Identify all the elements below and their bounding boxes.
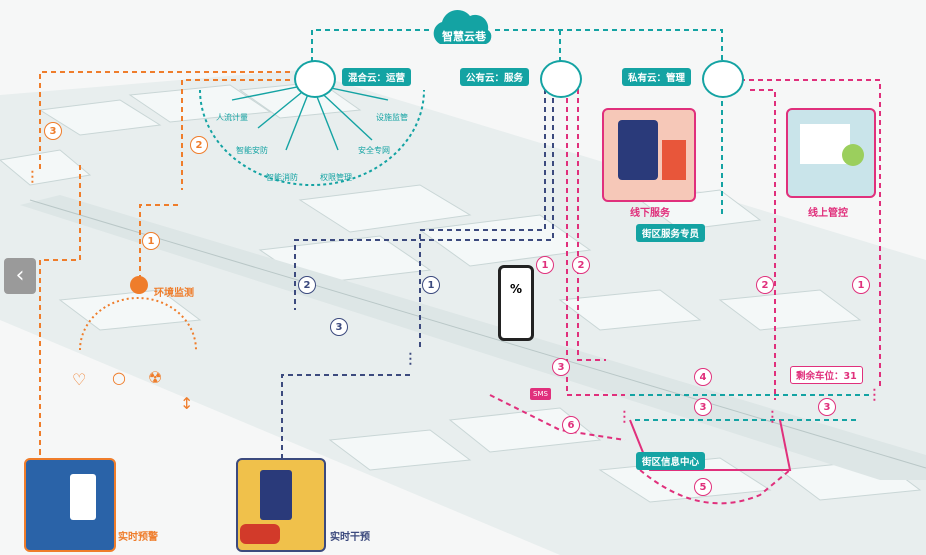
module-people-count: 人流计量 [216,112,248,123]
wifi-icon: ⫶ [408,350,413,371]
wifi-icon: ⫶ [872,386,877,407]
step-teal: 4 [694,368,712,386]
hybrid-cloud-node [294,60,336,98]
online-control-card [786,108,876,198]
step-teal: 3 [818,398,836,416]
step-navy: 3 [330,318,348,336]
offline-service-label: 线下服务 [630,204,670,219]
step-pink: 3 [552,358,570,376]
module-permission: 权限管理 [320,172,352,183]
hybrid-cloud-label: 混合云：运营 [342,68,411,86]
parking-label: 剩余车位：31 [790,366,863,384]
private-cloud-node [702,60,744,98]
wifi-icon: ⫶ [30,168,35,189]
module-security: 智能安防 [236,145,268,156]
step-pink: 1 [536,256,554,274]
online-control-label: 线上管控 [808,204,848,219]
step-navy: 1 [422,276,440,294]
info-center-label: 街区信息中心 [636,452,705,470]
step-pink: 5 [694,478,712,496]
offline-service-card [602,108,696,202]
sms-badge: SMS [530,388,551,400]
radiation-icon: ☢ [148,368,162,387]
module-fire: 智能消防 [266,172,298,183]
step-teal: 3 [694,398,712,416]
module-network: 安全专网 [358,145,390,156]
public-cloud-label: 公有云：服务 [460,68,529,86]
public-cloud-node [540,60,582,98]
realtime-warning-card [24,458,116,552]
phone-app: % [498,265,534,341]
title-cloud: 智慧云巷 [428,6,498,46]
step-pink: 2 [756,276,774,294]
drop-icon: ○ [112,368,126,387]
step-navy: 2 [298,276,316,294]
step-pink: 6 [562,416,580,434]
phone-percent: % [501,282,531,296]
wifi-icon: ⫶ [622,408,627,429]
back-arrow-icon[interactable]: ‹ [4,258,36,294]
realtime-intervene-card [236,458,326,552]
private-cloud-label: 私有云：管理 [622,68,691,86]
heart-icon: ♡ [72,370,86,389]
street-service-label: 街区服务专员 [636,224,705,242]
robot-icon [130,276,148,294]
thermometer-icon: ↕ [180,394,193,413]
step-orange: 2 [190,136,208,154]
page-title: 智慧云巷 [432,28,496,44]
realtime-warning-label: 实时预警 [118,528,158,543]
module-facility: 设施监管 [376,112,408,123]
wifi-icon: ⫶ [770,408,775,429]
step-pink: 2 [572,256,590,274]
env-monitor-label: 环境监测 [154,284,194,299]
step-pink: 1 [852,276,870,294]
step-orange: 1 [142,232,160,250]
step-orange: 3 [44,122,62,140]
realtime-intervene-label: 实时干预 [330,528,370,543]
